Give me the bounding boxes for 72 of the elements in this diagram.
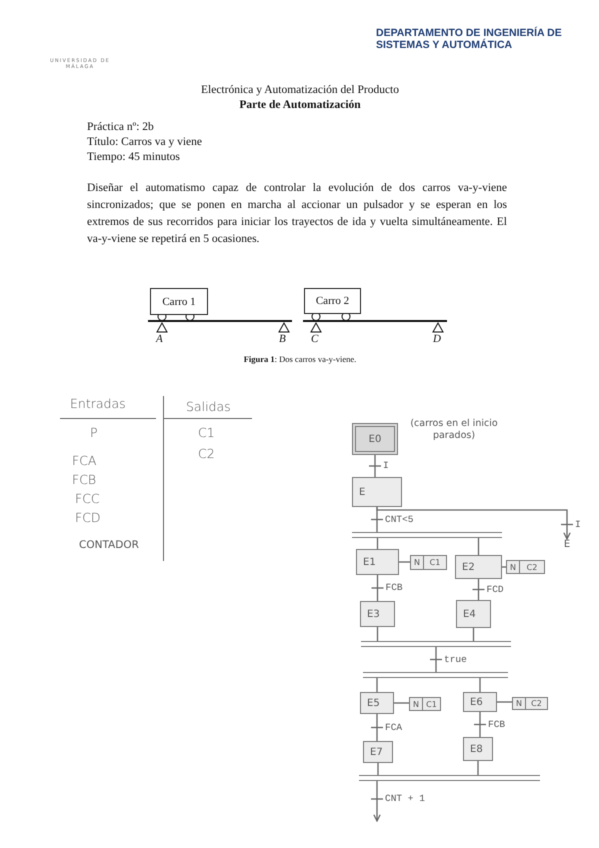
jump-target: E	[561, 539, 573, 553]
problem-statement: Diseñar el automatismo capaz de controlar la evolución de dos carros va-y-viene sincronizados; que se ponen en marcha al accionar un pulsador y se esperan en los extremos de sus recorridos para iniciar los trayectos de ida y vuelta simultáneamente. El va-y-viene se repetirá en 5 ocasiones.	[87, 181, 507, 247]
transition-label: FCA	[385, 722, 402, 732]
arrow	[376, 507, 571, 540]
connector-line	[394, 702, 409, 704]
step-box: E8	[463, 737, 493, 761]
step-box: E7	[363, 741, 393, 763]
transition-label: FCD	[486, 584, 504, 594]
connector-line	[472, 628, 474, 641]
sync-bar	[361, 641, 511, 647]
table-entry: C1	[198, 425, 216, 440]
connector-line	[376, 575, 378, 601]
connector-line	[376, 627, 378, 641]
info-line: Tiempo: 45 minutos	[87, 151, 181, 163]
step-box: E2	[455, 555, 502, 579]
connector-line	[374, 455, 376, 477]
action-box: N C2	[506, 560, 545, 574]
action-box: N C1	[410, 555, 447, 570]
department-name: DEPARTAMENTO DE INGENIERÍA DE SISTEMAS Y AUTOMÁTICA	[376, 27, 563, 51]
cart-box: Carro 1	[150, 288, 208, 315]
transition-label: true	[444, 654, 467, 664]
connector-line	[399, 561, 410, 563]
step-box: E4	[456, 600, 491, 628]
table-entry: FCA	[72, 453, 98, 468]
step-box: E	[352, 477, 402, 507]
table-entry: CONTADOR	[79, 539, 140, 551]
sync-bar	[363, 672, 508, 678]
document-title: Electrónica y Automatización del Producto	[200, 84, 400, 96]
connector-line	[479, 712, 481, 737]
connector-line	[478, 579, 480, 600]
connector-line	[376, 714, 378, 741]
step-box: E5	[360, 692, 394, 714]
table-entry: C2	[198, 446, 216, 461]
arrow	[373, 781, 381, 822]
table-entry: FCC	[75, 491, 101, 506]
step-box: E3	[360, 601, 395, 627]
figure-caption: Figura 1: Dos carros va-y-viene.	[242, 354, 358, 364]
position-letter: B	[279, 333, 287, 345]
subtitle: Parte de Automatización	[238, 99, 362, 111]
table-entry: P	[90, 425, 99, 440]
info-line: Título: Carros va y viene	[87, 136, 203, 148]
step-note: (carros en el inicio parados)	[409, 418, 499, 442]
transition-label: I	[383, 461, 389, 471]
connector-line	[435, 647, 437, 672]
connector-line	[377, 763, 379, 775]
connector-line	[478, 538, 480, 555]
sync-bar	[359, 775, 540, 781]
transition-label: FCB	[386, 583, 403, 593]
table-entry: FCB	[72, 472, 98, 487]
transition-label: I	[575, 520, 581, 530]
sync-bar	[352, 532, 502, 538]
action-box: N C2	[512, 697, 548, 710]
step-box: E6	[463, 692, 497, 712]
table-entry: Entradas	[70, 396, 127, 411]
cart-box: Carro 2	[304, 288, 361, 314]
connector-line	[376, 678, 378, 692]
step-box: E1	[356, 549, 399, 575]
transition-label: FCB	[488, 720, 506, 730]
info-line: Práctica nº: 2b	[87, 121, 155, 133]
connector-line	[497, 701, 512, 703]
connector-line	[376, 538, 378, 549]
position-letter: C	[311, 333, 320, 345]
table-entry: Salidas	[186, 399, 232, 414]
transition-label: CNT<5	[385, 514, 414, 524]
action-box: N C1	[409, 697, 441, 711]
table-entry: FCD	[75, 510, 102, 525]
initial-step-box: E0	[352, 423, 398, 455]
position-letter: A	[156, 333, 164, 345]
connector-line	[479, 678, 481, 692]
transition-label: CNT + 1	[385, 794, 425, 804]
connector-line	[477, 761, 479, 775]
position-letter: D	[433, 333, 442, 345]
